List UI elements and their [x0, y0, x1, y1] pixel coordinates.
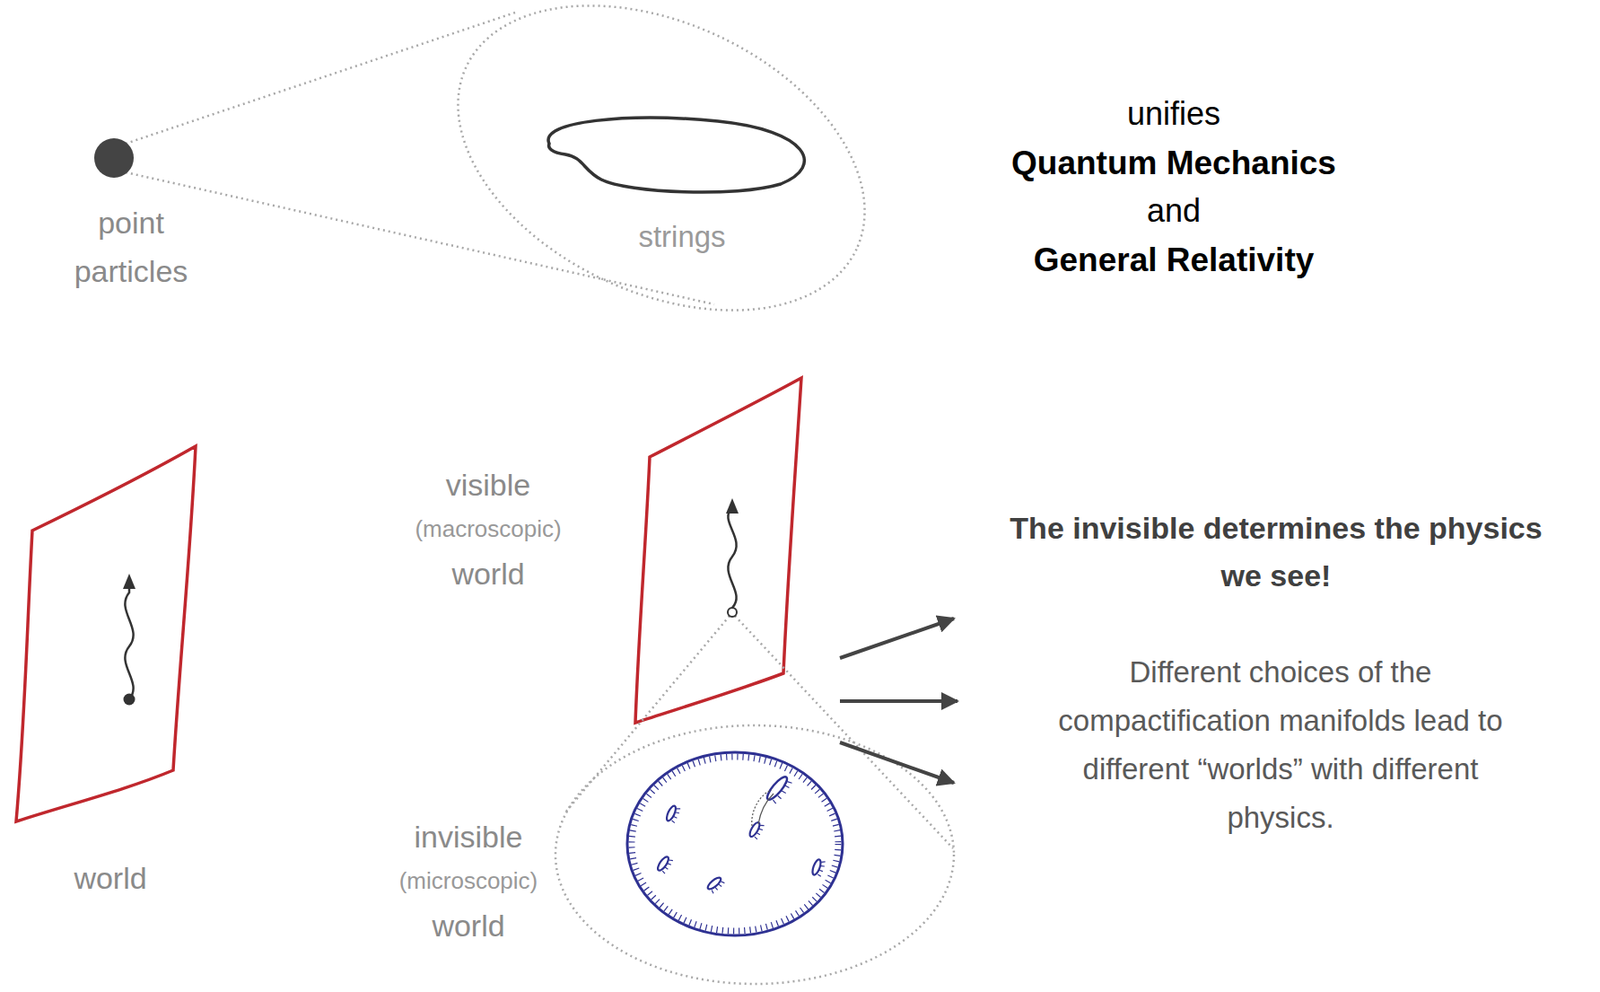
world-sheet	[16, 445, 196, 822]
bubble-outline	[445, 5, 877, 311]
point-particle	[94, 138, 134, 178]
result-arrow	[839, 618, 954, 658]
manifold-hatching	[631, 756, 839, 931]
arrow-head	[725, 498, 739, 514]
manifold-hole	[655, 855, 674, 875]
zoom-line	[734, 615, 954, 849]
theory-name: General Relativity	[940, 237, 1408, 283]
explanation-text: Different choices of the compactificatio…	[1029, 647, 1532, 842]
world-label: visible	[389, 464, 587, 505]
zoom-ellipse	[555, 725, 954, 984]
zoom-line	[125, 172, 715, 305]
manifold	[627, 751, 843, 936]
key-statement: The invisible determines the physics we …	[997, 504, 1555, 600]
manifold-hole	[764, 774, 795, 806]
world-label: world	[389, 553, 587, 594]
loop-curve	[751, 789, 772, 826]
world-sheet	[635, 377, 802, 723]
statement-line: unifies	[940, 91, 1408, 137]
wavy-arrow	[727, 507, 736, 608]
point-marker	[727, 607, 737, 617]
bubble-ellipse	[409, 0, 914, 371]
particle-label: point particles	[50, 198, 212, 296]
manifold-hole	[706, 875, 726, 894]
world-label: world	[20, 857, 201, 898]
zoom-bubble: strings	[445, 5, 877, 311]
manifold-hole	[747, 820, 765, 840]
string-loop	[548, 117, 805, 193]
world-qualifier: (microscopic)	[383, 865, 554, 896]
wavy-arrow	[124, 586, 133, 700]
world-qualifier: (macroscopic)	[389, 513, 587, 544]
node-label: strings	[638, 218, 726, 255]
world-label: world	[378, 905, 559, 945]
manifold-hole	[664, 804, 682, 823]
statement-line: and	[940, 188, 1408, 234]
manifold-hole	[811, 857, 827, 877]
result-arrow	[839, 699, 958, 703]
zoom-line	[125, 12, 516, 144]
result-arrow	[839, 742, 954, 783]
world-label: invisible	[378, 816, 559, 857]
theory-name: Quantum Mechanics	[940, 140, 1408, 186]
particle-dot	[123, 693, 136, 706]
arrow-head	[122, 573, 136, 589]
